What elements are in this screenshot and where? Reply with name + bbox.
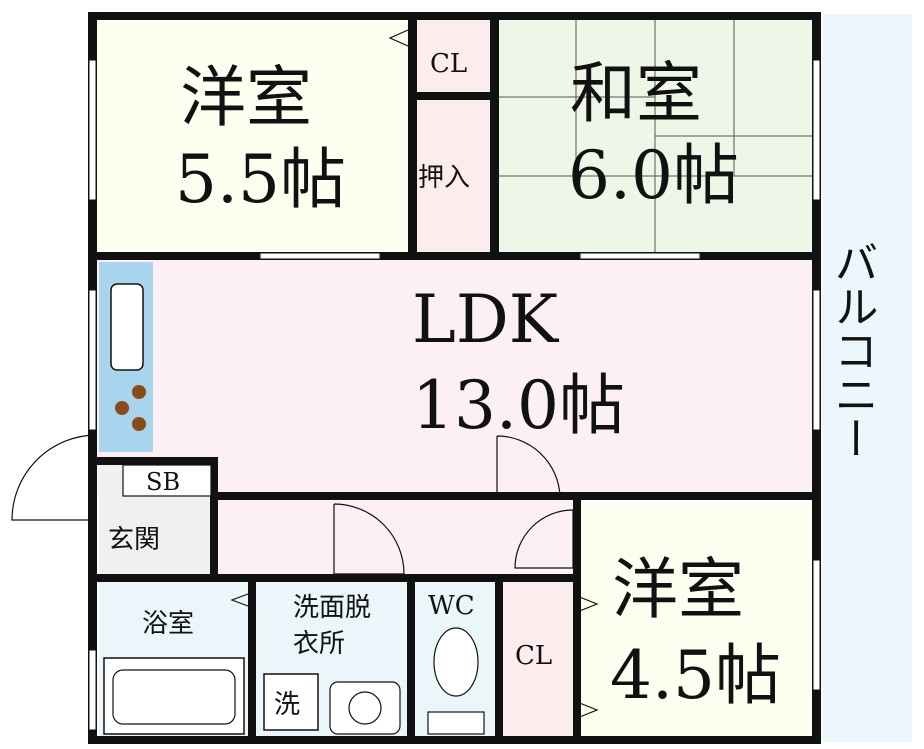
door-swings: [11, 434, 574, 575]
tatami-lines: [497, 18, 813, 256]
balcony-label: バルコニー: [827, 240, 878, 460]
toilet-bowl: [433, 627, 479, 697]
western-room-2-area: [581, 504, 813, 738]
bathtub-inner: [112, 669, 236, 725]
window-marks: [88, 59, 821, 731]
toilet-label: WC: [428, 591, 475, 621]
bathroom-label: 浴室: [142, 609, 194, 639]
closet-bottom-area: [501, 582, 575, 738]
ldk-size: 13.0帖: [412, 367, 625, 444]
shoe-box: [122, 464, 212, 497]
oshiire-label: 押入: [418, 163, 470, 193]
balcony-area: [822, 14, 912, 742]
closet-door-marks: [230, 29, 599, 719]
western-room-1-area: [95, 18, 413, 256]
washroom-label-line1: 洗面脱: [293, 593, 371, 623]
washer-label: 洗: [274, 690, 300, 720]
washroom-label-line2: 衣所: [293, 629, 345, 659]
ldk-name: LDK: [412, 281, 560, 358]
ldk-area: [95, 258, 813, 496]
shoe-box-label: SB: [146, 468, 180, 496]
toilet-tank: [427, 711, 485, 735]
japanese-room-size: 6.0帖: [568, 137, 739, 214]
western-room-1-size: 5.5帖: [175, 141, 346, 218]
japanese-room-name: 和室: [570, 55, 702, 132]
western-room-2-name: 洋室: [612, 551, 744, 628]
closet-top-area: [413, 18, 493, 96]
closet-top-label: CL: [430, 49, 467, 79]
oshiire-area: [413, 100, 493, 256]
entrance-label: 玄関: [108, 525, 160, 555]
closet-bottom-label: CL: [515, 641, 552, 671]
stove-burners: [115, 385, 146, 431]
western-room-1-name: 洋室: [180, 59, 312, 136]
kitchen-sink: [110, 283, 144, 371]
wash-basin-bowl: [348, 691, 382, 725]
washer-space: [263, 673, 319, 731]
western-room-2-size: 4.5帖: [610, 637, 781, 714]
hall-area: [215, 500, 579, 578]
